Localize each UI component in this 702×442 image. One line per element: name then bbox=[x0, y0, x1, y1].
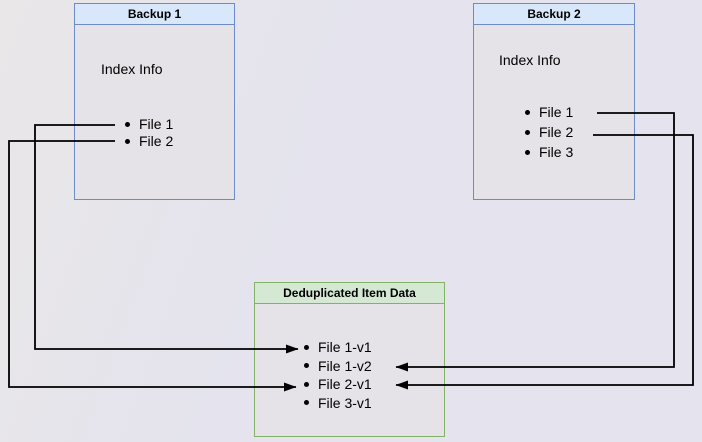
backup1-title: Backup 1 bbox=[75, 4, 234, 25]
deduplicated-item-data-title: Deduplicated Item Data bbox=[255, 283, 444, 304]
file-list-item: File 1 bbox=[525, 102, 573, 122]
backup2-index-info-label: Index Info bbox=[499, 52, 561, 68]
file-list-item: File 1 bbox=[125, 116, 173, 133]
backup2-title: Backup 2 bbox=[474, 4, 634, 25]
file-list-item: File 3-v1 bbox=[304, 394, 372, 413]
file-list-item: File 2 bbox=[125, 133, 173, 150]
file-list-item: File 3 bbox=[525, 142, 573, 162]
file-list-item: File 1-v1 bbox=[304, 338, 372, 357]
backup1-index-info-label: Index Info bbox=[101, 61, 163, 77]
file-list-item: File 2-v1 bbox=[304, 375, 372, 394]
file-list-item: File 1-v2 bbox=[304, 357, 372, 376]
file-list-item: File 2 bbox=[525, 122, 573, 142]
